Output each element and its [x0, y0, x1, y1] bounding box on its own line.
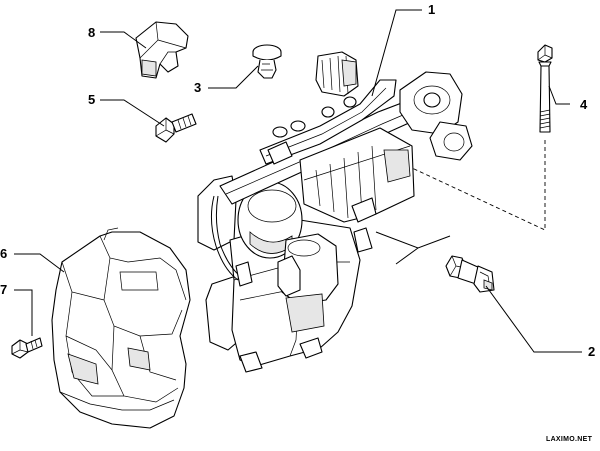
callout-5: 5 [88, 92, 95, 107]
callout-7: 7 [0, 282, 7, 297]
part-5-bolt[interactable] [155, 113, 197, 143]
callout-4: 4 [580, 97, 588, 112]
part-8-clip[interactable] [135, 21, 189, 79]
part-4-stud-bolt[interactable] [537, 44, 553, 133]
reference-lines [375, 140, 546, 265]
callout-2: 2 [588, 344, 595, 359]
watermark: LAXIMO.NET [546, 436, 593, 443]
part-3-push-rivet[interactable] [252, 44, 282, 79]
leader-lines [14, 9, 582, 353]
part-2-sensor[interactable] [445, 255, 495, 293]
callout-8: 8 [88, 25, 95, 40]
part-6-cover[interactable] [51, 227, 191, 429]
callouts: 8 3 5 1 4 2 6 7 [0, 2, 595, 359]
part-7-small-bolt[interactable] [11, 337, 43, 359]
part-1-main-assembly[interactable] [197, 51, 473, 373]
callout-6: 6 [0, 246, 7, 261]
callout-3: 3 [194, 80, 201, 95]
callout-1: 1 [428, 2, 435, 17]
